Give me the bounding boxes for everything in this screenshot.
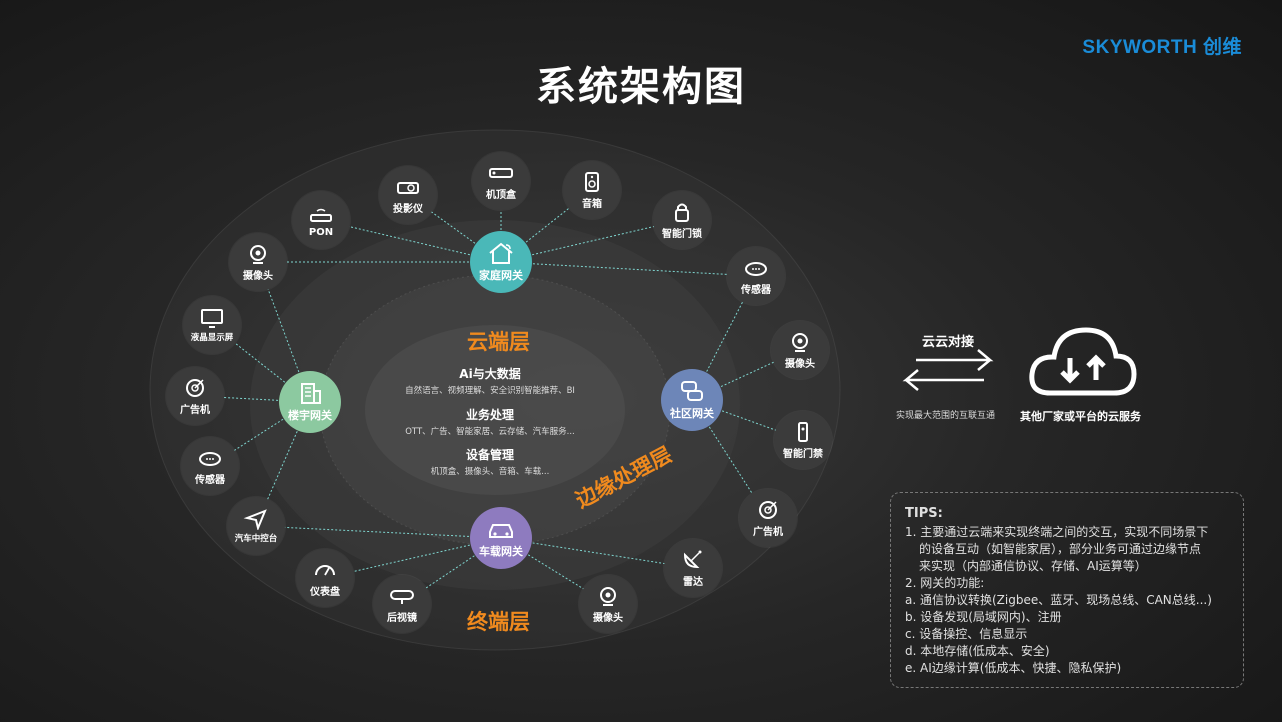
sensor-home-node: 传感器: [727, 247, 785, 305]
tips-line: e. AI边缘计算(低成本、快捷、隐私保护): [905, 661, 1122, 675]
home-gateway: 家庭网关: [470, 231, 532, 293]
smart-lock-node: 智能门锁: [653, 191, 711, 249]
cloud-icon: [1029, 327, 1137, 396]
building-icon: [301, 383, 321, 404]
middle-ring: [250, 220, 740, 590]
lcd-node: 液晶显示屏: [183, 296, 241, 354]
camera-icon: [250, 244, 266, 264]
rearview-mirror-icon: [390, 589, 414, 604]
stb-node: 机顶盒: [472, 152, 530, 210]
ad-building-node: 广告机: [166, 367, 224, 425]
router-icon: [310, 208, 332, 222]
cloud-link-subtitle: 实现最大范围的互联互通: [896, 411, 996, 421]
ad-community-node: 广告机: [739, 489, 797, 547]
terminal-layer-label: 终端层: [467, 610, 530, 634]
lock-icon: [675, 203, 689, 222]
tips-line: 2. 网关的功能:: [905, 576, 985, 590]
sensor-building-node: 传感器: [181, 437, 239, 495]
tips-line: 1. 主要通过云端来实现终端之间的交互，实现不同场景下: [905, 525, 1209, 539]
radar-dish-icon: [683, 550, 702, 568]
tips-heading: TIPS:: [905, 506, 943, 521]
car-icon: [489, 524, 513, 538]
core-ai-detail: 自然语言、视频理解、安全识别智能推荐、BI: [405, 386, 575, 396]
pon-node: PON: [292, 191, 350, 249]
car-console-node: 汽车中控台: [227, 497, 285, 555]
tips-line: c. 设备操控、信息显示: [905, 627, 1028, 641]
speaker-node: 音箱: [563, 161, 621, 219]
tips-line: a. 通信协议转换(Zigbee、蓝牙、现场总线、CAN总线...): [905, 593, 1212, 607]
target-icon: [759, 500, 777, 519]
dashboard-node: 仪表盘: [296, 549, 354, 607]
core-ring: [365, 325, 625, 495]
camera-community-node: 摄像头: [771, 321, 829, 379]
speaker-icon: [585, 171, 599, 192]
sensor-icon: [745, 261, 767, 276]
core-business: 业务处理 OTT、广告、智能家居、云存储、汽车服务...: [370, 406, 610, 437]
third-party-cloud-label: 其他厂家或平台的云服务: [1020, 410, 1141, 423]
sensor-icon: [199, 451, 221, 466]
tips-line: 的设备互动（如智能家居），部分业务可通过边缘节点: [919, 542, 1202, 556]
set-top-box-icon: [489, 167, 513, 178]
projector-node: 投影仪: [379, 166, 437, 224]
camera-icon: [792, 332, 808, 352]
camera-icon: [600, 586, 616, 606]
page-title: 系统架构图: [536, 64, 746, 110]
core-device-mgmt-detail: 机顶盒、摄像头、音箱、车载...: [430, 467, 550, 477]
gauge-icon: [315, 564, 335, 575]
core-ai: Ai与大数据 自然语言、视频理解、安全识别智能推荐、BI: [370, 365, 610, 396]
core-business-heading: 业务处理: [465, 408, 514, 422]
cloud-link-label: 云云对接: [922, 335, 975, 350]
core-business-detail: OTT、广告、智能家居、云存储、汽车服务...: [405, 427, 575, 437]
camera-car-node: 摄像头: [579, 575, 637, 633]
outer-ring: [149, 129, 841, 651]
projector-icon: [397, 181, 419, 194]
access-node: 智能门禁: [774, 411, 832, 469]
tips-line: 来实现（内部通信协议、存储、AI运算等）: [919, 559, 1147, 573]
core-device-mgmt-heading: 设备管理: [465, 448, 514, 462]
tips-box: TIPS: 1. 主要通过云端来实现终端之间的交互，实现不同场景下 的设备互动（…: [890, 492, 1244, 688]
house-icon: [489, 242, 513, 264]
monitor-icon: [201, 309, 223, 328]
bidirectional-arrow: [902, 349, 994, 391]
cloud-layer-label: 云端层: [467, 330, 530, 354]
building-gateway: 楼宇网关: [279, 371, 341, 433]
door-access-icon: [798, 421, 808, 442]
chat-icon: [681, 381, 703, 401]
navigation-icon: [243, 509, 267, 530]
core-device-mgmt: 设备管理 机顶盒、摄像头、音箱、车载...: [370, 446, 610, 477]
skyworth-logo: SKYWORTH 创维: [1082, 37, 1242, 58]
core-ai-heading: Ai与大数据: [459, 367, 521, 381]
radar-node: 雷达: [664, 539, 722, 597]
mirror-node: 后视镜: [373, 575, 431, 633]
tips-line: b. 设备发现(局域网内)、注册: [905, 610, 1062, 624]
vehicle-gateway: 车载网关: [470, 507, 532, 569]
camera-home-node: 摄像头: [229, 233, 287, 291]
target-icon: [186, 378, 204, 397]
community-gateway: 社区网关: [661, 369, 723, 431]
tips-line: d. 本地存储(低成本、安全): [905, 644, 1050, 658]
